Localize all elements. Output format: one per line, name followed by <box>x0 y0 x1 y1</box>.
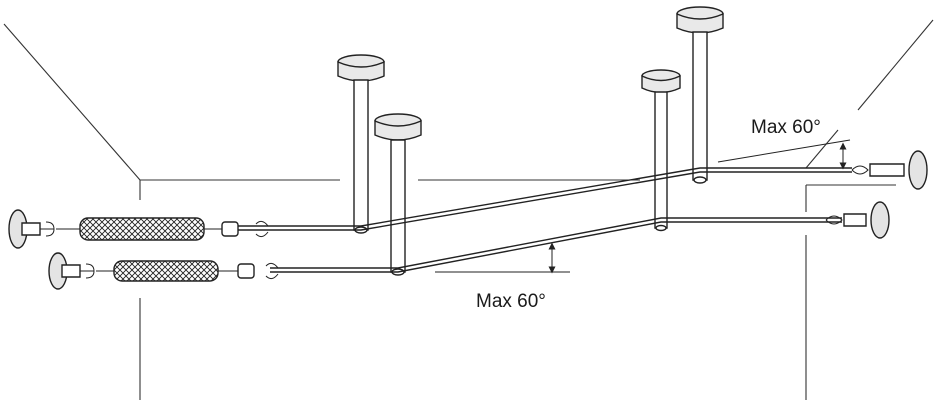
lower-right-anchor <box>825 201 890 239</box>
rod-left-back <box>337 54 385 234</box>
rod-right-front <box>641 69 681 232</box>
upper-right-anchor <box>851 150 928 190</box>
angle-indicator-lower <box>435 242 570 274</box>
lower-left-anchor <box>48 252 279 290</box>
angle-indicator-upper <box>717 139 851 170</box>
upper-turnbuckle <box>79 217 205 241</box>
rod-left-front <box>374 113 422 276</box>
upper-left-anchor <box>8 209 269 249</box>
room-outline <box>3 19 934 400</box>
room-right-diagonal <box>857 19 934 111</box>
lower-turnbuckle <box>113 260 219 282</box>
angle-label-upper: Max 60° <box>751 117 821 138</box>
room-right-diagonal-lower <box>805 129 839 169</box>
angle-label-lower: Max 60° <box>476 291 546 312</box>
room-left-diagonal <box>3 23 141 181</box>
rod-right-back <box>676 6 724 184</box>
lower-cable <box>270 217 842 273</box>
upper-cable <box>236 167 852 231</box>
